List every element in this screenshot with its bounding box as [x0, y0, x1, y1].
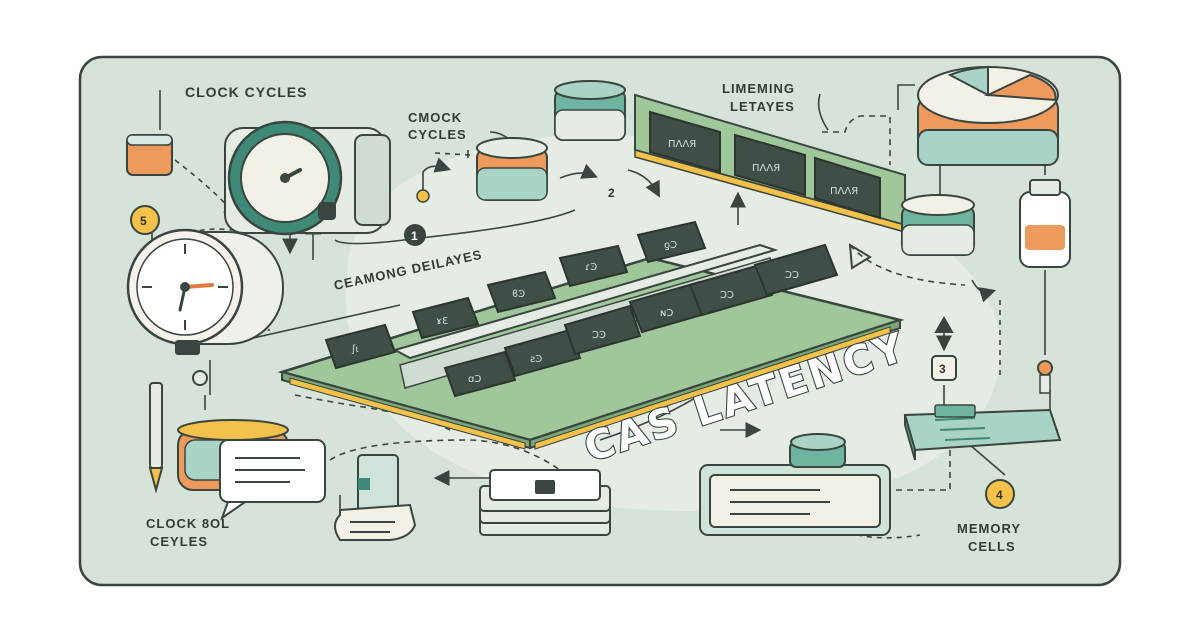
top-chip-2-mark: ΠΛΛЯ — [752, 163, 780, 174]
chip-mark: ɾϿ — [585, 262, 597, 273]
triangle-markers — [848, 243, 954, 333]
badge-4-label: 4 — [996, 488, 1003, 502]
ram-chip-marks: ʃɩ ɤƐ ϐϿ ɾϿ ƍƆ ɑƆ ƨϿ ϽϿ ɴƆ ƆƆ ƆƆ — [351, 240, 799, 385]
label-clock-bottom-line-1: CLOCK 8OL — [146, 516, 230, 531]
label-clock-cycles-top: CLOCK CYCLES — [185, 84, 307, 100]
cylinder-icon-right — [901, 194, 975, 256]
label-cmock-line-2: CYCLES — [408, 127, 467, 142]
ram-gold-contacts — [289, 326, 891, 450]
badge-dot-yellow — [416, 189, 430, 203]
badge-1-label: 1 — [411, 229, 418, 243]
top-chip-3-mark: ΠΛΛЯ — [830, 186, 858, 197]
chip-mark: ɤƐ — [436, 316, 448, 327]
label-memory-line-1: MEMORY — [957, 521, 1021, 536]
stopwatch-icon-top — [224, 120, 391, 236]
label-limeming-line-1: LIMEMING — [722, 81, 795, 96]
layered-stack-icon — [479, 469, 611, 536]
pen-icon-left — [148, 382, 164, 494]
cylinder-icon-top-middle — [476, 137, 548, 201]
step-badge-5: 5 — [130, 205, 160, 235]
chip-mark: ɑƆ — [468, 374, 481, 385]
chip-mark: ƆƆ — [785, 270, 799, 281]
chip-mark: ƨϿ — [530, 354, 542, 365]
clock-icon-left — [126, 228, 284, 386]
cylinder-icon-top-ram — [554, 80, 626, 141]
step-badge-4: 4 — [985, 479, 1015, 509]
ram-module-main: ʃɩ ɤƐ ϐϿ ɾϿ ƍƆ ɑƆ ƨϿ ϽϿ ɴƆ ƆƆ ƆƆ — [277, 220, 905, 450]
memory-cell-block-icon — [903, 404, 1062, 461]
chip-mark: ƍƆ — [664, 240, 677, 251]
step-badge-1: 1 — [404, 224, 426, 246]
chip-mark: ʃɩ — [351, 344, 359, 355]
pie-cylinder-icon — [917, 65, 1059, 166]
cylinder-icon-top-left — [126, 134, 173, 176]
badge-5-label: 5 — [140, 214, 147, 228]
top-chip-1-mark: ΠΛΛЯ — [668, 139, 696, 150]
step-badge-2: 2 — [608, 186, 615, 200]
label-cmock-line-1: CMOCK — [408, 110, 462, 125]
chip-mark: ϽϿ — [592, 330, 606, 341]
tablet-document-icon — [699, 433, 891, 536]
label-limeming-line-2: LETAYES — [730, 99, 795, 114]
badge-3-label: 3 — [939, 362, 946, 376]
chip-mark: ɴƆ — [660, 308, 673, 319]
chip-mark: ƆƆ — [720, 290, 734, 301]
vial-icon — [1019, 179, 1071, 394]
chat-bubble-icon — [219, 439, 326, 521]
ram-chips — [324, 220, 839, 398]
label-memory-line-2: CELLS — [968, 539, 1016, 554]
flag-document-icon — [334, 454, 417, 541]
label-clock-bottom-line-2: CEYLES — [150, 534, 208, 549]
badge-2-label: 2 — [608, 186, 615, 200]
chip-mark: ϐϿ — [512, 289, 525, 300]
step-badge-3: 3 — [931, 355, 957, 381]
